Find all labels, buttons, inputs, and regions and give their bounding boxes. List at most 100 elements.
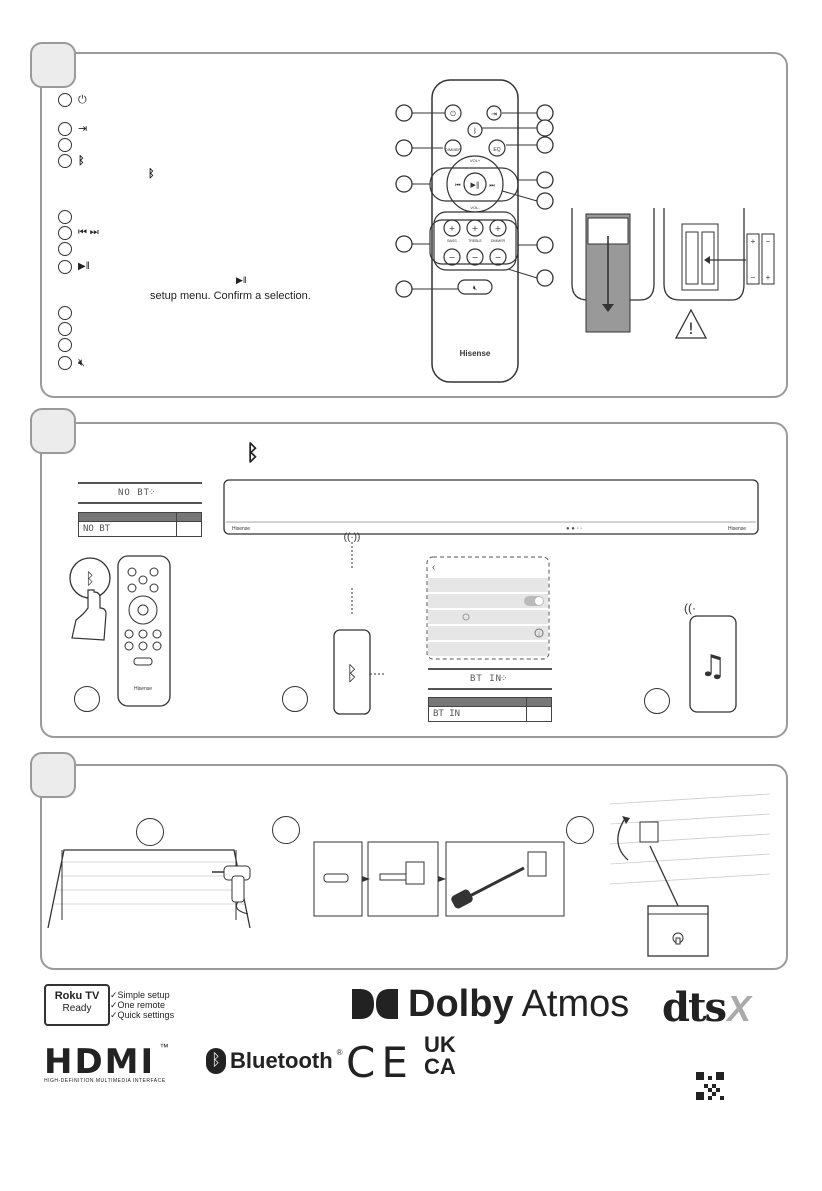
mini-remote-brand: Hisense: [134, 686, 152, 692]
step-3-circle: [566, 816, 594, 844]
svg-text:+: +: [495, 224, 502, 233]
dts-word: dts: [662, 984, 727, 1031]
soundbar-brand-right: Hisense: [728, 526, 746, 532]
vol-down-label: VOL-: [470, 205, 480, 210]
step-a-circle: [74, 686, 100, 712]
eq-key-label: EQ: [493, 147, 500, 153]
section-wall-mount-panel: [40, 764, 788, 970]
mini-remote-illustration: Hisense ᛒ: [69, 555, 171, 707]
svg-text:−: −: [449, 253, 456, 262]
bluetooth-reg: ®: [336, 1048, 343, 1057]
batteries-icon: + − − +: [746, 233, 775, 285]
legend-number: [58, 93, 72, 107]
roku-line-1: Roku TV: [54, 990, 100, 1002]
svg-text:((·)): ((·)): [344, 532, 361, 543]
legend-mute: 🔇︎: [58, 356, 85, 370]
blink-icon: ⁘: [500, 674, 509, 684]
step-c-circle: [644, 688, 670, 714]
display-rule: [78, 482, 202, 484]
svg-text:−: −: [472, 253, 479, 262]
ce-mark: CE: [346, 1038, 414, 1087]
blink-icon: ⁘: [148, 488, 157, 498]
bluetooth-icon: ᛒ: [246, 440, 260, 465]
soundbar-brand-left: Hisense: [232, 526, 250, 532]
vol-up-label: VOL+: [470, 158, 481, 163]
legend-number: [58, 306, 72, 320]
dimmer-key-label: DIMMER: [445, 147, 461, 152]
legend-number: [58, 356, 72, 370]
svg-text:i: i: [538, 632, 539, 638]
bluetooth-rune-icon: ᛒ: [206, 1048, 226, 1074]
svg-text:⏮: ⏮: [455, 182, 461, 189]
dolby-double-d-icon: [352, 989, 398, 1019]
legend-number: [58, 122, 72, 136]
svg-text:● ● ◦ ◦: ● ● ◦ ◦: [566, 526, 583, 532]
hdmi-subtitle: HIGH-DEFINITION MULTIMEDIA INTERFACE: [44, 1078, 166, 1084]
bluetooth-logo: ᛒ Bluetooth ®: [206, 1048, 343, 1074]
legend-number: [58, 226, 72, 240]
roku-stand: [54, 1024, 96, 1026]
phone-bluetooth-illustration: ((·)) ᛒ: [333, 532, 384, 715]
svg-text:‹: ‹: [432, 562, 435, 573]
step-b-circle: [282, 686, 308, 712]
roku-tv-ready-logo: Roku TV Ready: [44, 984, 110, 1026]
bluetooth-icon: ᛒ: [78, 155, 85, 167]
status-cell: NO BT: [77, 521, 178, 537]
svg-text:⇥: ⇥: [491, 110, 497, 118]
roku-feature: ✓Quick settings: [110, 1010, 175, 1020]
hdmi-logo: HDMI ™ HIGH-DEFINITION MULTIMEDIA INTERF…: [44, 1042, 169, 1084]
bass-key-label: BASS: [447, 239, 457, 243]
dts-x-letter: X: [726, 988, 751, 1029]
mount-hang-illustration: [609, 793, 771, 957]
legend-number: [58, 260, 72, 274]
svg-text:−: −: [766, 237, 771, 246]
svg-text:ᛒ: ᛒ: [85, 569, 95, 588]
legend-volume: [58, 210, 72, 224]
dolby-word: Dolby: [408, 982, 514, 1025]
display-rule: [428, 688, 552, 690]
ukca-line-1: UK: [424, 1032, 456, 1057]
bluetooth-settings-screen: ‹ i: [426, 556, 550, 660]
hdmi-word: HDMI: [44, 1042, 156, 1082]
section-1-badge: [30, 42, 76, 88]
svg-text:−: −: [495, 253, 502, 262]
legend-reset: [58, 338, 72, 352]
svg-text:+: +: [472, 224, 479, 233]
section-3-badge: [30, 752, 76, 798]
status-cell: BT IN: [427, 706, 528, 722]
section-2-badge: [30, 408, 76, 454]
mute-icon: 🔇︎: [78, 357, 85, 369]
remote-brand-label: Hisense: [460, 349, 491, 358]
qr-code: [696, 1072, 724, 1100]
legend-number: [58, 322, 72, 336]
legend-number: [58, 242, 72, 256]
input-icon: ⇥: [78, 123, 88, 135]
svg-text:ᛒ: ᛒ: [346, 661, 358, 685]
legend-number: [58, 154, 72, 168]
legend-play-pause: ▶‖: [58, 260, 90, 274]
treble-key-label: TREBLE: [468, 239, 482, 243]
svg-text:+: +: [751, 237, 756, 246]
hdmi-tm: ™: [159, 1042, 169, 1052]
bluetooth-icon: ᛒ: [148, 168, 155, 180]
legend-treble: [58, 322, 72, 336]
play-pause-icon: ▶‖: [236, 275, 247, 285]
display-rule: [428, 668, 552, 670]
svg-text:⏻: ⏻: [450, 110, 456, 118]
drill-wall-illustration: [47, 849, 251, 929]
battery-cover-diagram: !: [571, 208, 746, 339]
step-1-circle: [136, 818, 164, 846]
svg-text:⏭: ⏭: [489, 182, 495, 189]
legend-number: [58, 210, 72, 224]
svg-text:🔇︎: 🔇︎: [473, 284, 477, 292]
svg-text:+: +: [766, 273, 771, 282]
power-icon: ⏻: [78, 94, 87, 106]
svg-text:−: −: [751, 273, 756, 282]
legend-number: [58, 338, 72, 352]
section-bluetooth-panel: [40, 422, 788, 738]
section-remote-panel: [40, 52, 788, 398]
previous-next-icon: ⏮ ⏭: [78, 227, 99, 238]
legend-bass: [58, 306, 72, 320]
legend-dimmer: [58, 242, 72, 256]
roku-feature: ✓One remote: [110, 1000, 166, 1010]
